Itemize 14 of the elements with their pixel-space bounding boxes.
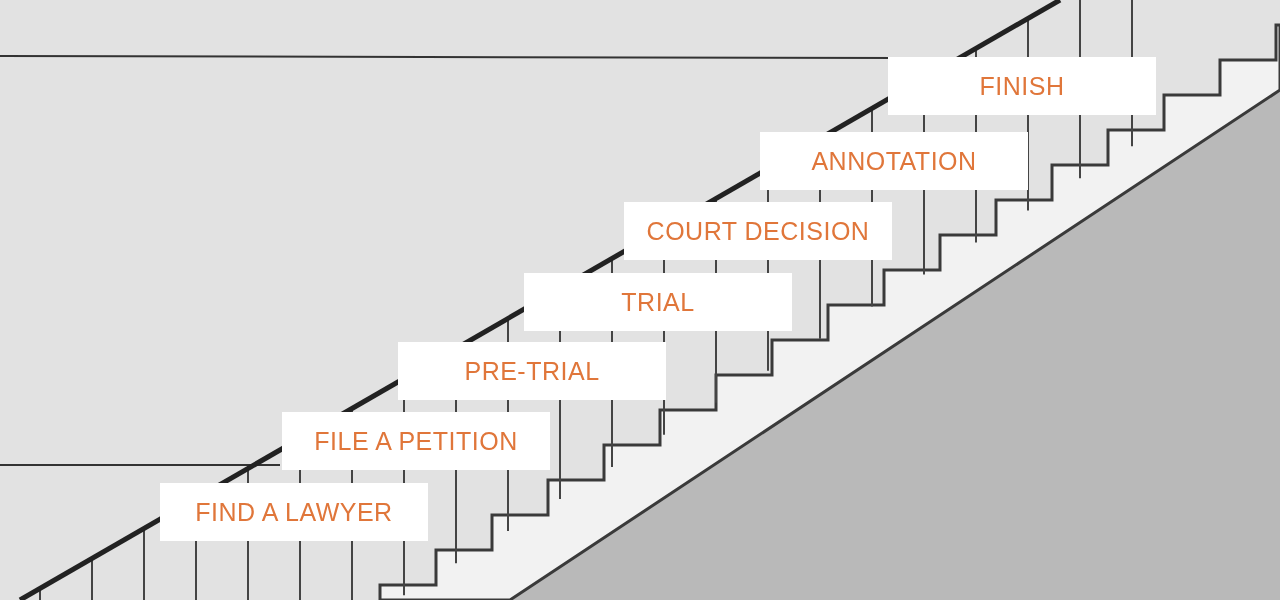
step-box xyxy=(888,57,1156,115)
step-label: PRE-TRIAL xyxy=(464,356,600,386)
step-label: COURT DECISION xyxy=(646,216,870,246)
step-label: FIND A LAWYER xyxy=(195,497,393,527)
step-box xyxy=(398,342,666,400)
step-box xyxy=(282,412,550,470)
step-box xyxy=(160,483,428,541)
step-label: FINISH xyxy=(979,71,1065,101)
step-label: TRIAL xyxy=(621,287,695,317)
step-label: ANNOTATION xyxy=(811,146,977,176)
step-box xyxy=(524,273,792,331)
step-box xyxy=(624,202,892,260)
step-label: FILE A PETITION xyxy=(314,426,518,456)
step-box xyxy=(760,132,1028,190)
